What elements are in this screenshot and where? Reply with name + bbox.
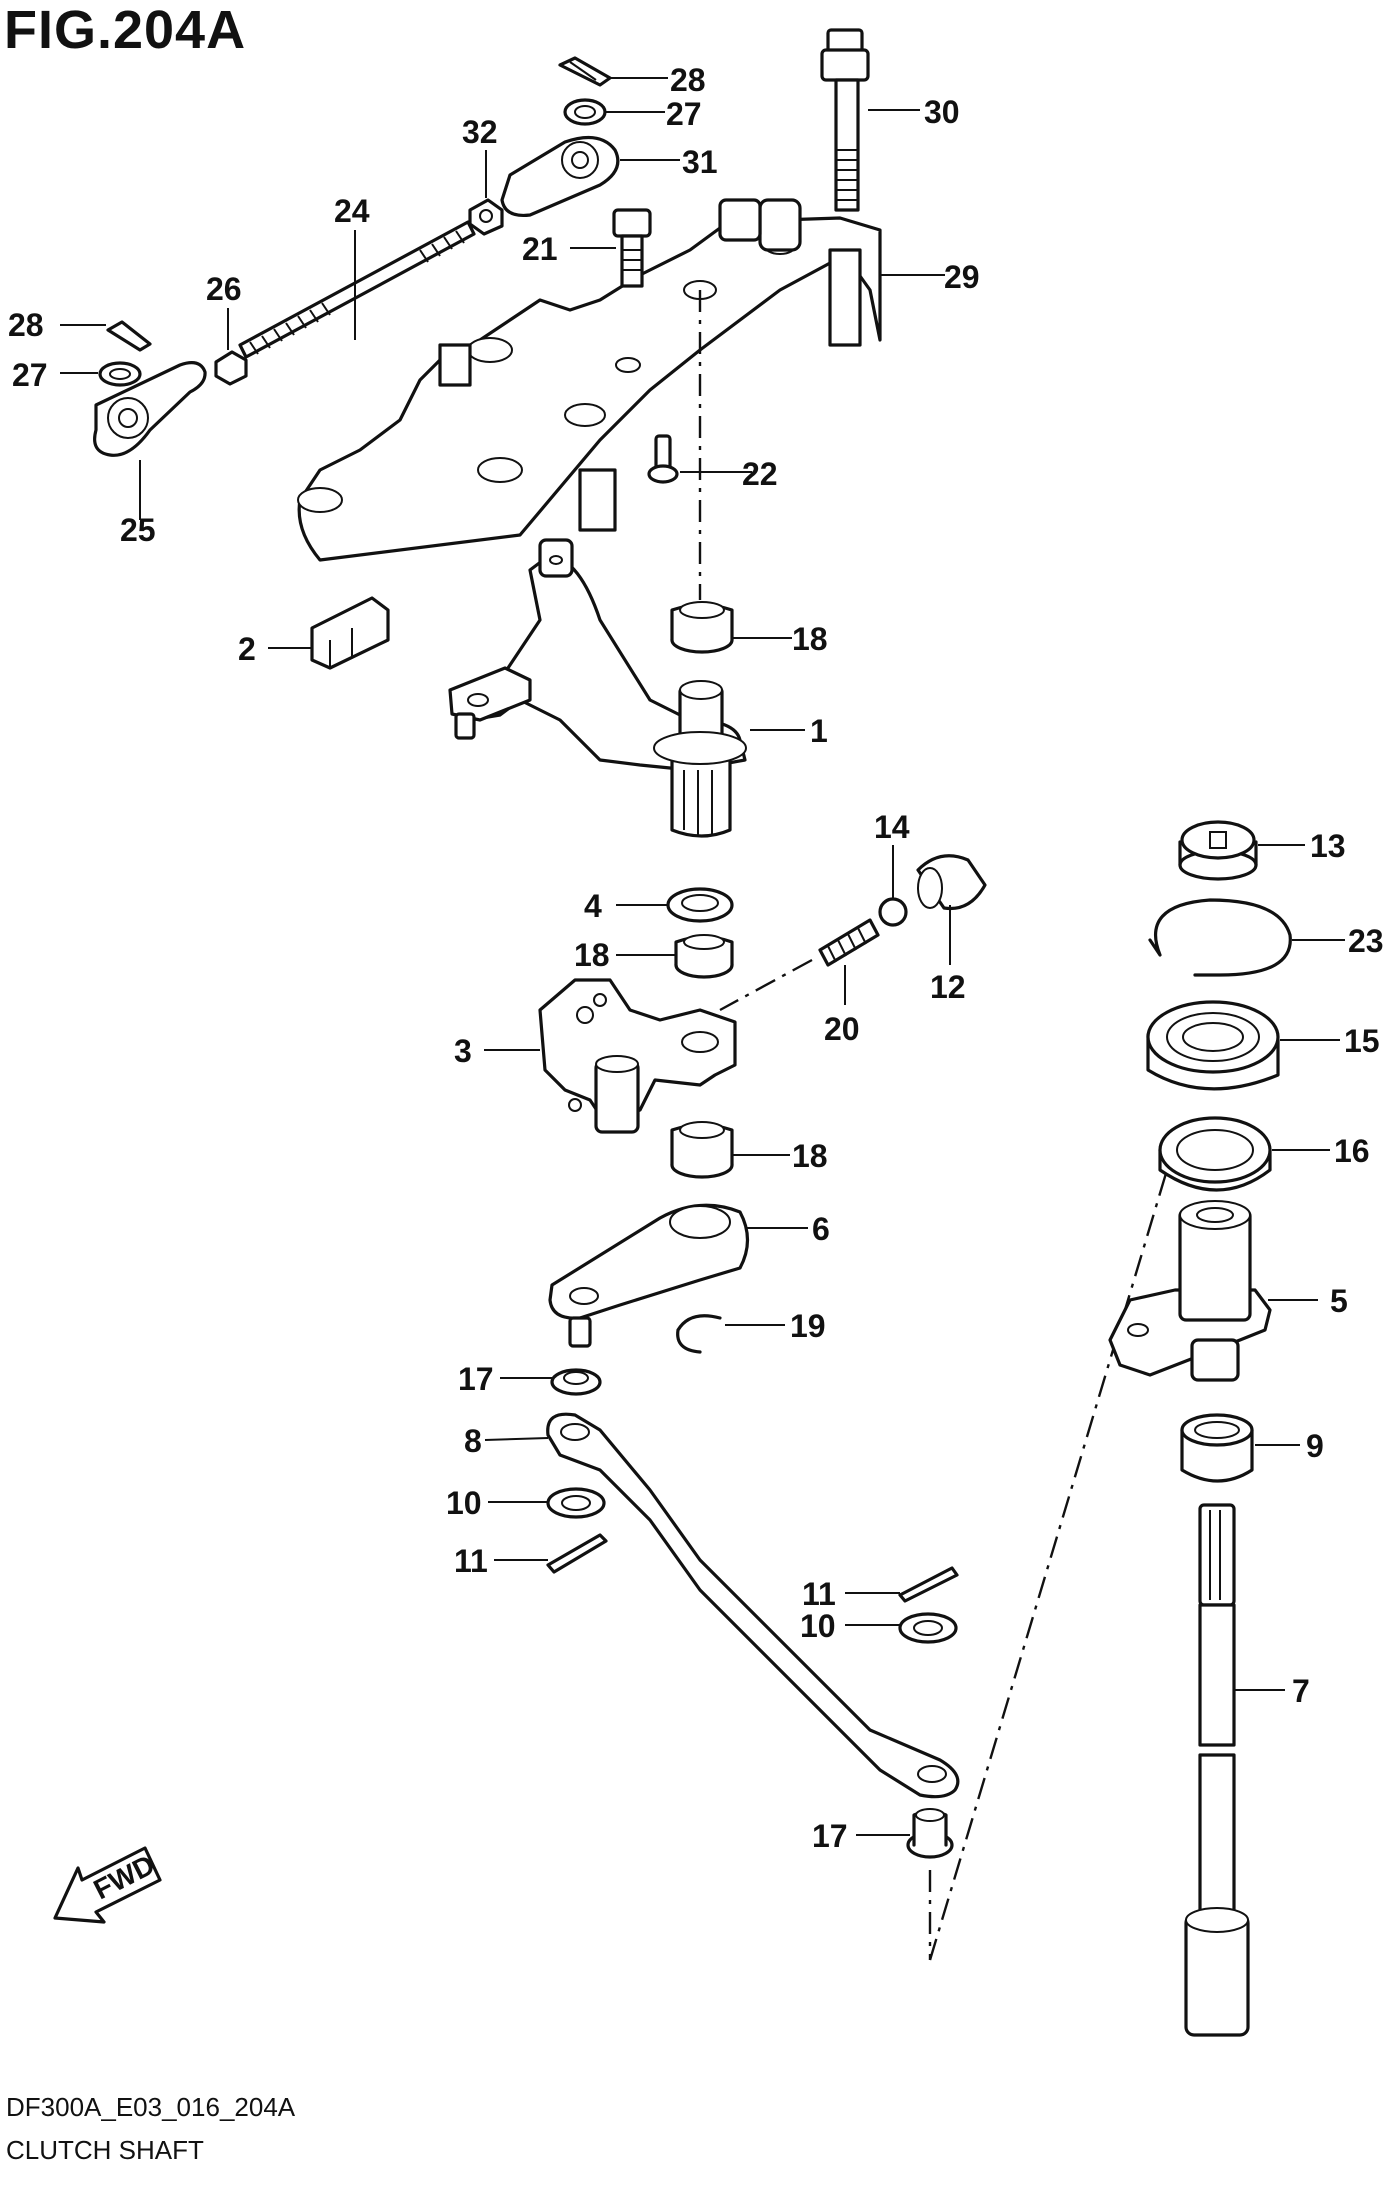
part-4-washer bbox=[666, 887, 734, 923]
part-18-bushing-top bbox=[670, 601, 734, 654]
callout-11: 11 bbox=[802, 1576, 836, 1612]
part-17-bushing-upper bbox=[550, 1368, 602, 1396]
callout-labels: 28 27 30 32 31 24 21 29 26 28 27 22 25 1… bbox=[8, 62, 1384, 1854]
part-2-clip bbox=[310, 596, 390, 670]
callout-12: 12 bbox=[930, 969, 966, 1005]
part-5-holder bbox=[1108, 1200, 1272, 1382]
part-11-pin-left bbox=[546, 1533, 608, 1574]
assembly-line bbox=[928, 1159, 1172, 1961]
callout-19: 19 bbox=[790, 1308, 826, 1344]
part-27-washer-left bbox=[98, 361, 142, 387]
part-14-ball bbox=[878, 897, 908, 927]
part-1-shift-lever bbox=[448, 538, 747, 838]
drawing-name: CLUTCH SHAFT bbox=[6, 2135, 204, 2165]
figure-title: FIG.204A bbox=[4, 0, 247, 60]
part-16-seal bbox=[1158, 1116, 1272, 1192]
part-29-bracket bbox=[297, 198, 882, 562]
callout-32: 32 bbox=[462, 114, 498, 150]
callout-18: 18 bbox=[574, 937, 610, 973]
part-20-spring bbox=[818, 918, 880, 967]
callout-18: 18 bbox=[792, 621, 828, 657]
part-10-washer-right bbox=[898, 1612, 958, 1644]
callout-1: 1 bbox=[810, 713, 828, 749]
callout-27: 27 bbox=[666, 96, 702, 132]
leader-lines bbox=[60, 77, 1345, 1836]
part-21-bolt bbox=[612, 208, 652, 288]
drawing-code: DF300A_E03_016_204A bbox=[6, 2092, 296, 2122]
part-6-lever bbox=[548, 1203, 750, 1348]
callout-17: 17 bbox=[458, 1361, 494, 1397]
part-28-clip-top bbox=[558, 56, 612, 87]
part-26-nut bbox=[214, 350, 248, 386]
part-15-bearing bbox=[1146, 1000, 1280, 1091]
callout-9: 9 bbox=[1306, 1428, 1324, 1464]
callout-20: 20 bbox=[824, 1011, 860, 1047]
callout-29: 29 bbox=[944, 259, 980, 295]
callout-10: 10 bbox=[446, 1485, 482, 1521]
fwd-arrow-icon: FWD bbox=[53, 1846, 162, 1924]
part-28-clip-left bbox=[106, 320, 152, 352]
callout-16: 16 bbox=[1334, 1133, 1370, 1169]
part-18-bushing-mid bbox=[674, 934, 734, 979]
callout-4: 4 bbox=[584, 888, 602, 924]
callout-23: 23 bbox=[1348, 923, 1384, 959]
callout-14: 14 bbox=[874, 809, 910, 845]
callout-28: 28 bbox=[8, 307, 44, 343]
part-24-rod bbox=[238, 220, 476, 359]
callout-28: 28 bbox=[670, 62, 706, 98]
callout-3: 3 bbox=[454, 1033, 472, 1069]
part-17-bushing-lower bbox=[906, 1808, 954, 1859]
part-11-pin-right bbox=[898, 1566, 959, 1603]
part-19-circlip bbox=[676, 1314, 722, 1354]
callout-10: 10 bbox=[800, 1608, 836, 1644]
callout-8: 8 bbox=[464, 1423, 482, 1459]
part-7-shaft bbox=[1184, 1503, 1250, 2037]
callout-25: 25 bbox=[120, 512, 156, 548]
callout-31: 31 bbox=[682, 144, 718, 180]
callout-11: 11 bbox=[454, 1543, 488, 1579]
part-22-screw bbox=[647, 434, 679, 484]
axis-line-spring bbox=[719, 958, 813, 1012]
callout-30: 30 bbox=[924, 94, 960, 130]
callout-13: 13 bbox=[1310, 828, 1346, 864]
part-9-bushing bbox=[1180, 1413, 1254, 1483]
part-23-snap-ring bbox=[1148, 898, 1292, 977]
callout-2: 2 bbox=[238, 631, 256, 667]
part-27-washer-top bbox=[563, 98, 607, 126]
part-12-sleeve bbox=[916, 854, 987, 911]
callout-17: 17 bbox=[812, 1818, 848, 1854]
callout-27: 27 bbox=[12, 357, 48, 393]
callout-24: 24 bbox=[334, 193, 370, 229]
part-18-bushing-low bbox=[670, 1121, 734, 1179]
part-32-nut bbox=[468, 198, 504, 236]
callout-6: 6 bbox=[812, 1211, 830, 1247]
callout-26: 26 bbox=[206, 271, 242, 307]
callout-22: 22 bbox=[742, 456, 778, 492]
part-30-bolt bbox=[820, 28, 870, 212]
callout-15: 15 bbox=[1344, 1023, 1380, 1059]
part-10-washer-left bbox=[546, 1487, 606, 1519]
part-3-housing bbox=[538, 978, 737, 1134]
callout-7: 7 bbox=[1292, 1673, 1310, 1709]
callout-5: 5 bbox=[1330, 1283, 1348, 1319]
callout-18: 18 bbox=[792, 1138, 828, 1174]
part-13-plug bbox=[1178, 820, 1258, 881]
part-8-link-arm bbox=[546, 1412, 960, 1799]
callout-21: 21 bbox=[522, 231, 558, 267]
part-25-link-end bbox=[93, 361, 207, 457]
part-31-link-end bbox=[500, 135, 620, 218]
